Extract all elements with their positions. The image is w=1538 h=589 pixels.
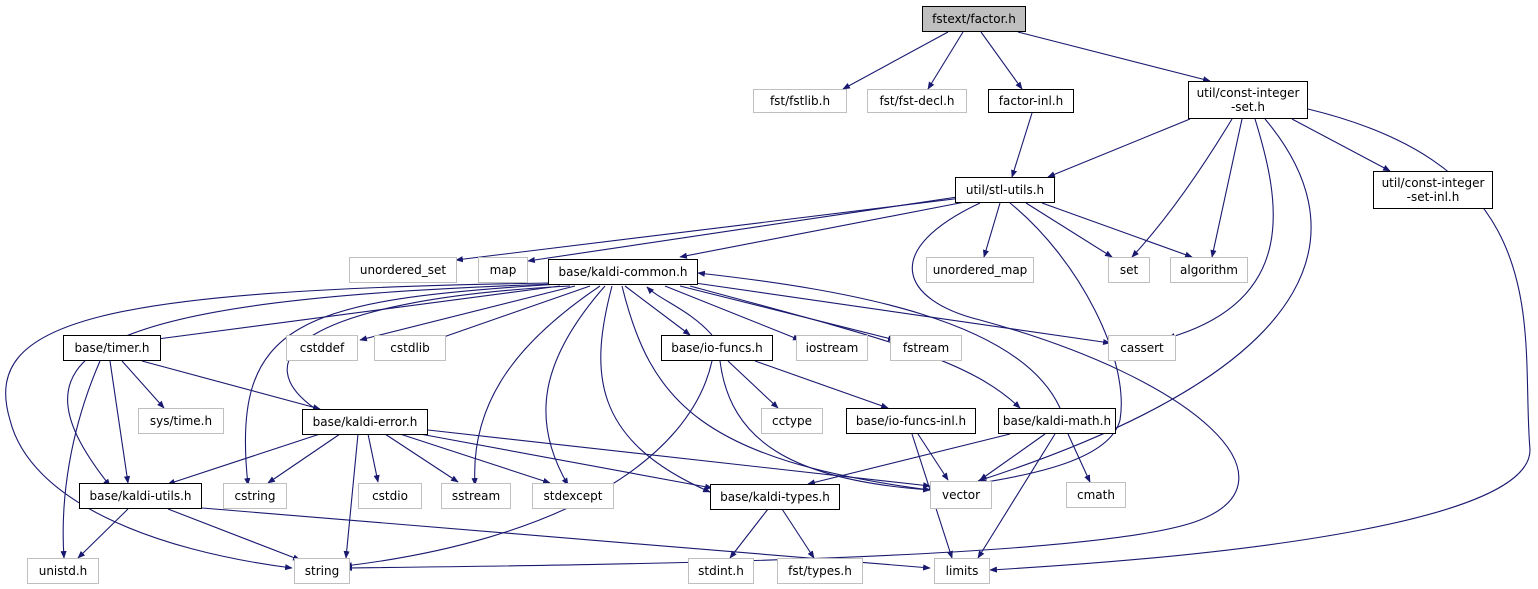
edge-kaldi-math-to-cmath (1067, 433, 1091, 483)
node-sys-time: sys/time.h (138, 408, 224, 434)
node-set: set (1108, 257, 1150, 283)
edge-timer-to-kaldi-utils (109, 360, 131, 484)
edge-io-funcs-inl-to-vector (917, 433, 949, 481)
node-kaldi-types[interactable]: base/kaldi-types.h (710, 484, 840, 510)
edge-kaldi-utils-to-string (167, 508, 301, 561)
edge-io-funcs-to-kaldi-common (646, 286, 713, 336)
edge-kc-to-iostream (664, 285, 801, 341)
node-cstring: cstring (223, 483, 287, 509)
edge-kaldi-error-to-kaldi-utils (167, 433, 321, 485)
edge-kaldi-types-to-fst-types (781, 508, 815, 559)
edge-kc-to-io-funcs (624, 285, 691, 336)
node-const-integer-set[interactable]: util/const-integer -set.h (1188, 81, 1308, 119)
node-stdexcept: stdexcept (532, 483, 614, 509)
edge-io-funcs-to-vector (719, 360, 931, 493)
edge-kc-to-cassert (694, 282, 1111, 346)
node-kaldi-error[interactable]: base/kaldi-error.h (302, 409, 428, 435)
edge-kaldi-error-to-sstream (384, 433, 459, 483)
edge-kaldi-math-to-vector (979, 433, 1046, 481)
node-factor-inl[interactable]: factor-inl.h (988, 89, 1074, 113)
edge-stl-to-map (527, 195, 965, 264)
edge-io-funcs-to-io-funcs-inl (754, 360, 889, 409)
edge-factor-inl-to-stl-utils (1011, 112, 1033, 178)
edge-cis-to-set (1131, 118, 1233, 258)
edge-stl-to-unordered-map (983, 202, 1001, 258)
node-vector: vector (930, 481, 992, 509)
edge-factor-to-factor-inl (980, 31, 1023, 90)
edge-stl-to-algorithm (1041, 202, 1193, 258)
node-cassert: cassert (1108, 335, 1176, 361)
edge-factor-to-const-integer-set (1017, 31, 1211, 83)
node-map: map (478, 257, 528, 283)
edge-kaldi-math-to-kaldi-types (807, 433, 1011, 486)
edge-kc-to-sstream (471, 285, 601, 486)
edge-kc-to-kaldi-types (600, 285, 711, 493)
edge-kc-to-vector (621, 285, 931, 493)
edge-cis-to-stl-utils (1047, 118, 1191, 178)
edge-stl-to-set (1025, 202, 1113, 258)
edge-kc-to-cstddef (359, 285, 576, 342)
node-algorithm: algorithm (1170, 257, 1248, 283)
node-base-timer[interactable]: base/timer.h (63, 335, 161, 361)
edge-timer-to-sys-time (121, 360, 165, 409)
node-kaldi-utils[interactable]: base/kaldi-utils.h (79, 483, 202, 509)
node-fst-fstlib: fst/fstlib.h (753, 89, 847, 113)
edge-timer-to-kaldi-error (141, 360, 321, 411)
node-unordered-map: unordered_map (926, 257, 1034, 283)
edge-kaldi-math-to-kaldi-common (697, 270, 1061, 409)
edge-kaldi-error-to-cstdio (367, 433, 380, 483)
edge-kaldi-utils-to-unistd (77, 508, 129, 559)
edge-kc-to-cstdlib (434, 285, 591, 341)
node-const-integer-set-inl[interactable]: util/const-integer -set-inl.h (1373, 171, 1493, 209)
node-limits: limits (934, 558, 990, 584)
edge-factor-to-fst-decl (927, 31, 964, 90)
node-cstddef: cstddef (286, 335, 358, 361)
edge-kc-to-kaldi-error (286, 285, 571, 413)
edge-io-funcs-to-cctype (727, 360, 779, 409)
edge-kc-to-stdexcept (545, 285, 606, 486)
node-sstream: sstream (441, 483, 511, 509)
edge-cis-to-cis-inl (1291, 118, 1391, 172)
node-stdint: stdint.h (688, 558, 754, 584)
node-cmath: cmath (1066, 482, 1126, 508)
edge-stl-to-kaldi-common (679, 200, 971, 259)
node-kaldi-common[interactable]: base/kaldi-common.h (548, 259, 698, 285)
node-io-funcs-inl[interactable]: base/io-funcs-inl.h (846, 408, 976, 434)
edge-kc-to-cstring (244, 283, 561, 486)
edge-stl-to-vector (979, 202, 1122, 485)
edge-kc-to-timer (149, 285, 561, 343)
node-fst-types: fst/types.h (777, 558, 863, 584)
edge-timer-to-unistd (60, 360, 101, 559)
edge-kaldi-error-to-cstring (267, 433, 341, 484)
node-cstdio: cstdio (358, 483, 422, 509)
edge-kc-to-string (5, 282, 551, 571)
edge-kc-to-kaldi-utils (67, 283, 556, 487)
edge-kaldi-error-to-string (343, 433, 359, 559)
edge-kc-to-fstream (679, 285, 896, 342)
node-iostream: iostream (796, 335, 868, 361)
edge-kaldi-error-to-vector (427, 429, 931, 489)
node-cstdlib: cstdlib (374, 335, 446, 361)
edge-cis-to-algorithm (1210, 118, 1243, 258)
edge-factor-to-fstlib (842, 31, 949, 90)
node-unistd: unistd.h (27, 558, 99, 584)
node-unordered-set: unordered_set (349, 257, 457, 283)
edge-kaldi-types-to-stdint (729, 508, 769, 559)
node-factor-h: fstext/factor.h (922, 6, 1026, 32)
node-fst-fst-decl: fst/fst-decl.h (867, 89, 967, 113)
node-cctype: cctype (761, 408, 823, 434)
edge-cis-to-cassert (1167, 118, 1274, 340)
edge-kaldi-math-to-limits (977, 433, 1056, 559)
node-stl-utils[interactable]: util/stl-utils.h (955, 177, 1055, 203)
node-io-funcs[interactable]: base/io-funcs.h (661, 335, 773, 361)
edge-kaldi-error-to-kaldi-types (419, 433, 713, 490)
node-string: string (294, 558, 350, 584)
node-fstream: fstream (890, 335, 962, 361)
edge-kaldi-error-to-stdexcept (399, 433, 551, 484)
node-kaldi-math[interactable]: base/kaldi-math.h (998, 408, 1116, 434)
